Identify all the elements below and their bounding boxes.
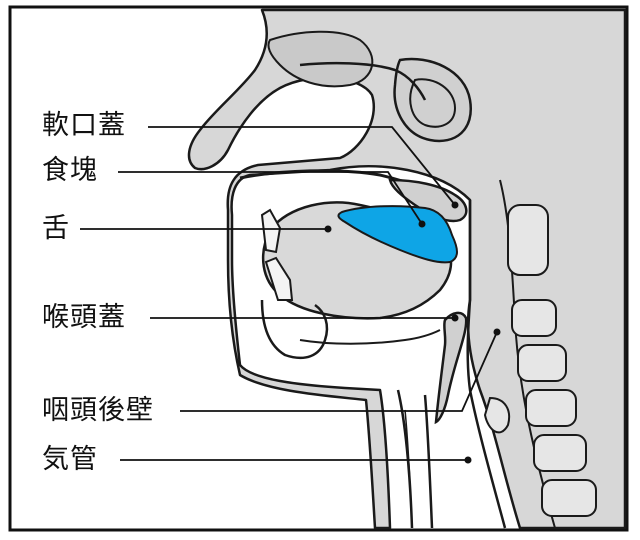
vertebra <box>534 435 586 471</box>
dot-food-bolus <box>419 221 426 228</box>
vertebra <box>542 480 596 516</box>
vertebra <box>508 205 548 275</box>
dot-soft-palate <box>452 202 459 209</box>
dot-pharyngeal-wall <box>494 329 501 336</box>
label-trachea: 気管 <box>42 446 98 473</box>
dot-epiglottis <box>452 315 459 322</box>
vertebra <box>512 300 556 336</box>
label-pharyngeal-wall: 咽頭後壁 <box>42 397 154 424</box>
vertebra <box>518 345 566 381</box>
label-soft-palate: 軟口蓋 <box>42 112 126 139</box>
label-epiglottis: 喉頭蓋 <box>42 304 126 331</box>
label-tongue: 舌 <box>42 215 70 242</box>
label-food-bolus: 食塊 <box>42 157 98 184</box>
dot-trachea <box>465 457 472 464</box>
vertebra <box>526 390 576 426</box>
dot-tongue <box>325 226 332 233</box>
